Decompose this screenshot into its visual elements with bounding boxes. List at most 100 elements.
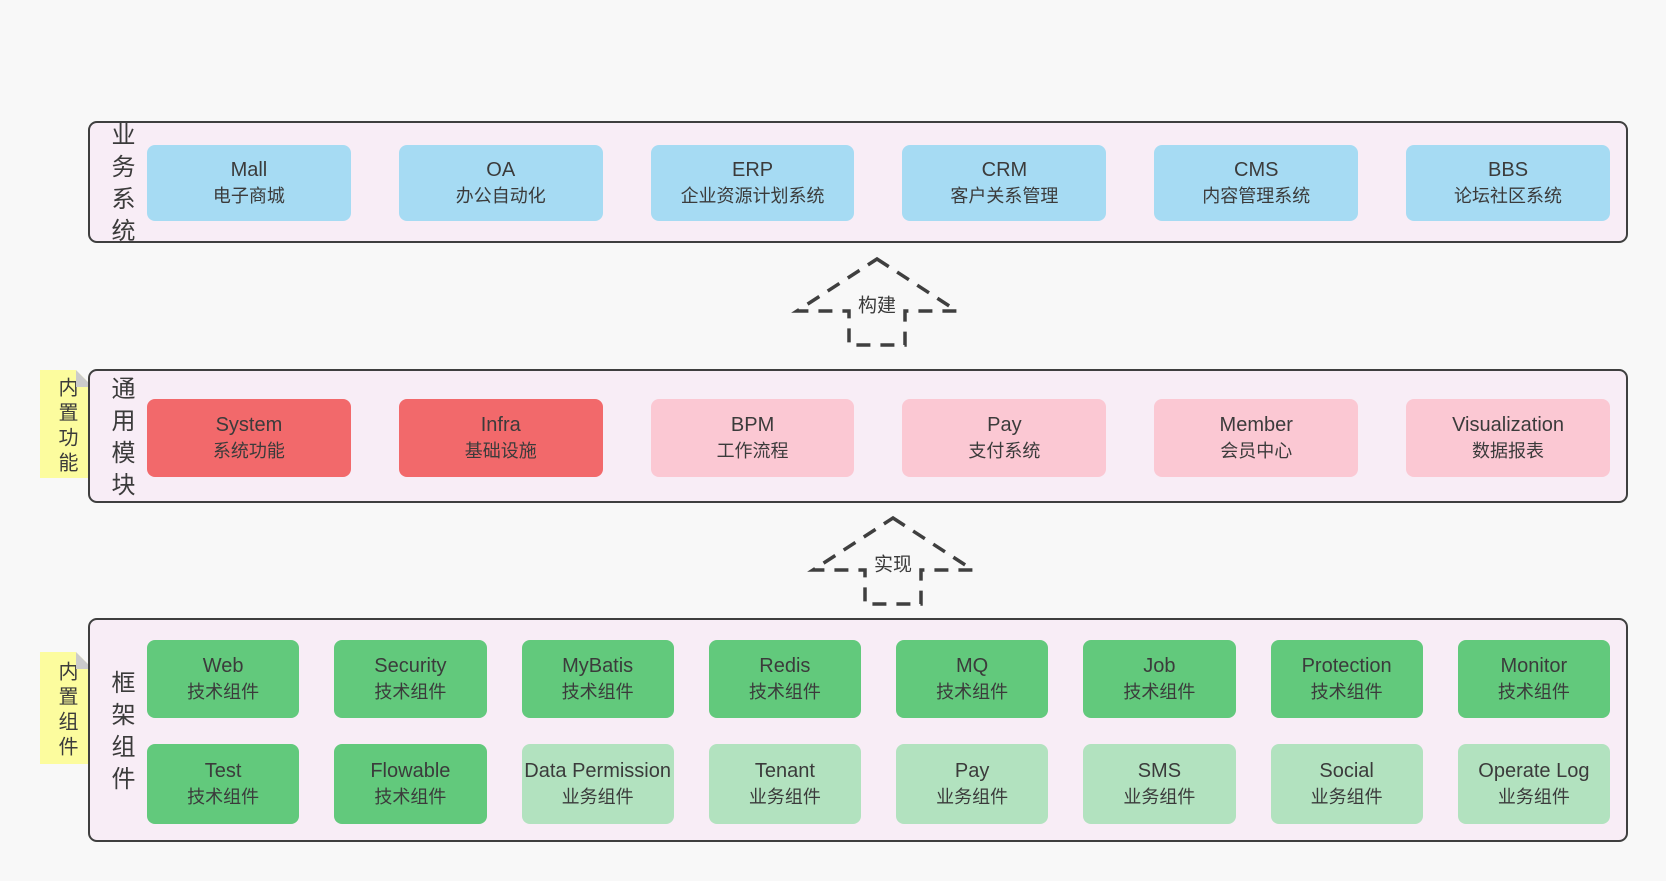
box-title: Member [1219, 414, 1293, 437]
box-data-permission: Data Permission 业务组件 [521, 744, 674, 824]
box-job: Job 技术组件 [1083, 640, 1236, 718]
box-social: Social 业务组件 [1270, 744, 1423, 824]
box-subtitle: 客户关系管理 [950, 186, 1059, 207]
box-subtitle: 业务组件 [1497, 787, 1570, 808]
box-subtitle: 技术组件 [1497, 682, 1570, 703]
common-modules-row: System 系统功能 Infra 基础设施 BPM 工作流程 Pay 支付系统… [147, 399, 1610, 477]
up-arrow-icon [791, 256, 963, 347]
box-subtitle: 数据报表 [1472, 441, 1545, 462]
box-subtitle: 会员中心 [1220, 441, 1293, 462]
box-subtitle: 技术组件 [374, 682, 447, 703]
box-pay-component: Pay 业务组件 [896, 744, 1049, 824]
arrow-label: 实现 [870, 548, 916, 578]
box-operate-log: Operate Log 业务组件 [1457, 744, 1610, 824]
box-subtitle: 技术组件 [748, 682, 821, 703]
box-subtitle: 基础设施 [464, 441, 537, 462]
box-subtitle: 技术组件 [187, 682, 260, 703]
box-subtitle: 技术组件 [1310, 682, 1383, 703]
box-title: BPM [730, 414, 775, 437]
box-subtitle: 系统功能 [212, 441, 285, 462]
box-mybatis: MyBatis 技术组件 [521, 640, 674, 718]
box-subtitle: 业务组件 [561, 787, 634, 808]
box-title: Flowable [370, 760, 451, 783]
box-title: CRM [981, 159, 1028, 182]
box-title: Job [1143, 655, 1176, 678]
layer-title-business-systems: 业务系统 [107, 122, 134, 250]
sticky-note-builtin-components: 内置组件 [40, 652, 93, 764]
build-arrow: 构建 [777, 256, 977, 348]
layer-title-common-modules: 通用模块 [107, 376, 134, 504]
box-infra: Infra 基础设施 [398, 399, 603, 477]
sticky-note-builtin-features: 内置功能 [40, 370, 93, 478]
box-subtitle: 技术组件 [187, 787, 260, 808]
box-subtitle: 业务组件 [1310, 787, 1383, 808]
box-system: System 系统功能 [147, 399, 351, 477]
box-cms: CMS 内容管理系统 [1154, 145, 1359, 221]
box-title: Test [204, 760, 242, 783]
box-subtitle: 技术组件 [1123, 682, 1196, 703]
box-title: BBS [1488, 159, 1529, 182]
box-subtitle: 技术组件 [561, 682, 634, 703]
box-subtitle: 业务组件 [936, 787, 1009, 808]
box-erp: ERP 企业资源计划系统 [650, 145, 855, 221]
layer-title-framework-components: 框架组件 [107, 670, 134, 798]
box-tenant: Tenant 业务组件 [708, 744, 861, 824]
box-bbs: BBS 论坛社区系统 [1406, 145, 1610, 221]
box-title: Protection [1301, 655, 1392, 678]
box-subtitle: 业务组件 [748, 787, 821, 808]
box-subtitle: 业务组件 [1123, 787, 1196, 808]
box-title: ERP [732, 159, 774, 182]
box-monitor: Monitor 技术组件 [1457, 640, 1610, 718]
box-mall: Mall 电子商城 [147, 145, 351, 221]
arrow-label: 构建 [854, 289, 900, 319]
layer-framework-components: 框架组件 Web 技术组件 Security 技术组件 MyBatis 技术组件… [88, 618, 1628, 842]
box-title: Tenant [754, 760, 815, 783]
box-subtitle: 工作流程 [716, 441, 789, 462]
box-title: CMS [1234, 159, 1279, 182]
box-title: MQ [956, 655, 989, 678]
framework-components-row-1: Web 技术组件 Security 技术组件 MyBatis 技术组件 Redi… [147, 640, 1610, 718]
framework-components-row-2: Test 技术组件 Flowable 技术组件 Data Permission … [147, 744, 1610, 824]
box-subtitle: 电子商城 [212, 186, 285, 207]
box-subtitle: 技术组件 [374, 787, 447, 808]
box-visualization: Visualization 数据报表 [1406, 399, 1610, 477]
layer-common-modules: 通用模块 System 系统功能 Infra 基础设施 BPM 工作流程 Pay… [88, 369, 1628, 504]
box-member: Member 会员中心 [1154, 399, 1359, 477]
up-arrow-icon [807, 515, 979, 606]
box-mq: MQ 技术组件 [896, 640, 1049, 718]
box-protection: Protection 技术组件 [1270, 640, 1423, 718]
box-flowable: Flowable 技术组件 [334, 744, 487, 824]
box-subtitle: 内容管理系统 [1202, 186, 1311, 207]
box-security: Security 技术组件 [334, 640, 487, 718]
box-oa: OA 办公自动化 [398, 145, 603, 221]
box-crm: CRM 客户关系管理 [902, 145, 1107, 221]
box-title: Redis [759, 655, 811, 678]
box-title: Operate Log [1478, 760, 1590, 783]
box-sms: SMS 业务组件 [1083, 744, 1236, 824]
box-title: Web [202, 655, 244, 678]
box-subtitle: 论坛社区系统 [1454, 186, 1563, 207]
box-title: Visualization [1452, 414, 1565, 437]
box-pay-module: Pay 支付系统 [902, 399, 1107, 477]
box-subtitle: 技术组件 [936, 682, 1009, 703]
box-title: Pay [987, 414, 1022, 437]
box-title: MyBatis [562, 655, 634, 678]
box-title: Security [374, 655, 447, 678]
box-title: Data Permission [524, 760, 671, 783]
box-web: Web 技术组件 [147, 640, 300, 718]
implement-arrow: 实现 [793, 515, 993, 607]
box-subtitle: 支付系统 [968, 441, 1041, 462]
box-title: Mall [230, 159, 268, 182]
sticky-note-label: 内置组件 [55, 660, 77, 761]
box-subtitle: 企业资源计划系统 [680, 186, 825, 207]
box-title: Pay [954, 760, 990, 783]
box-title: System [215, 414, 283, 437]
box-bpm: BPM 工作流程 [650, 399, 855, 477]
sticky-note-label: 内置功能 [55, 376, 77, 477]
box-title: Infra [480, 414, 521, 437]
box-title: Monitor [1500, 655, 1568, 678]
box-redis: Redis 技术组件 [708, 640, 861, 718]
box-subtitle: 办公自动化 [455, 186, 546, 207]
box-title: OA [486, 159, 516, 182]
